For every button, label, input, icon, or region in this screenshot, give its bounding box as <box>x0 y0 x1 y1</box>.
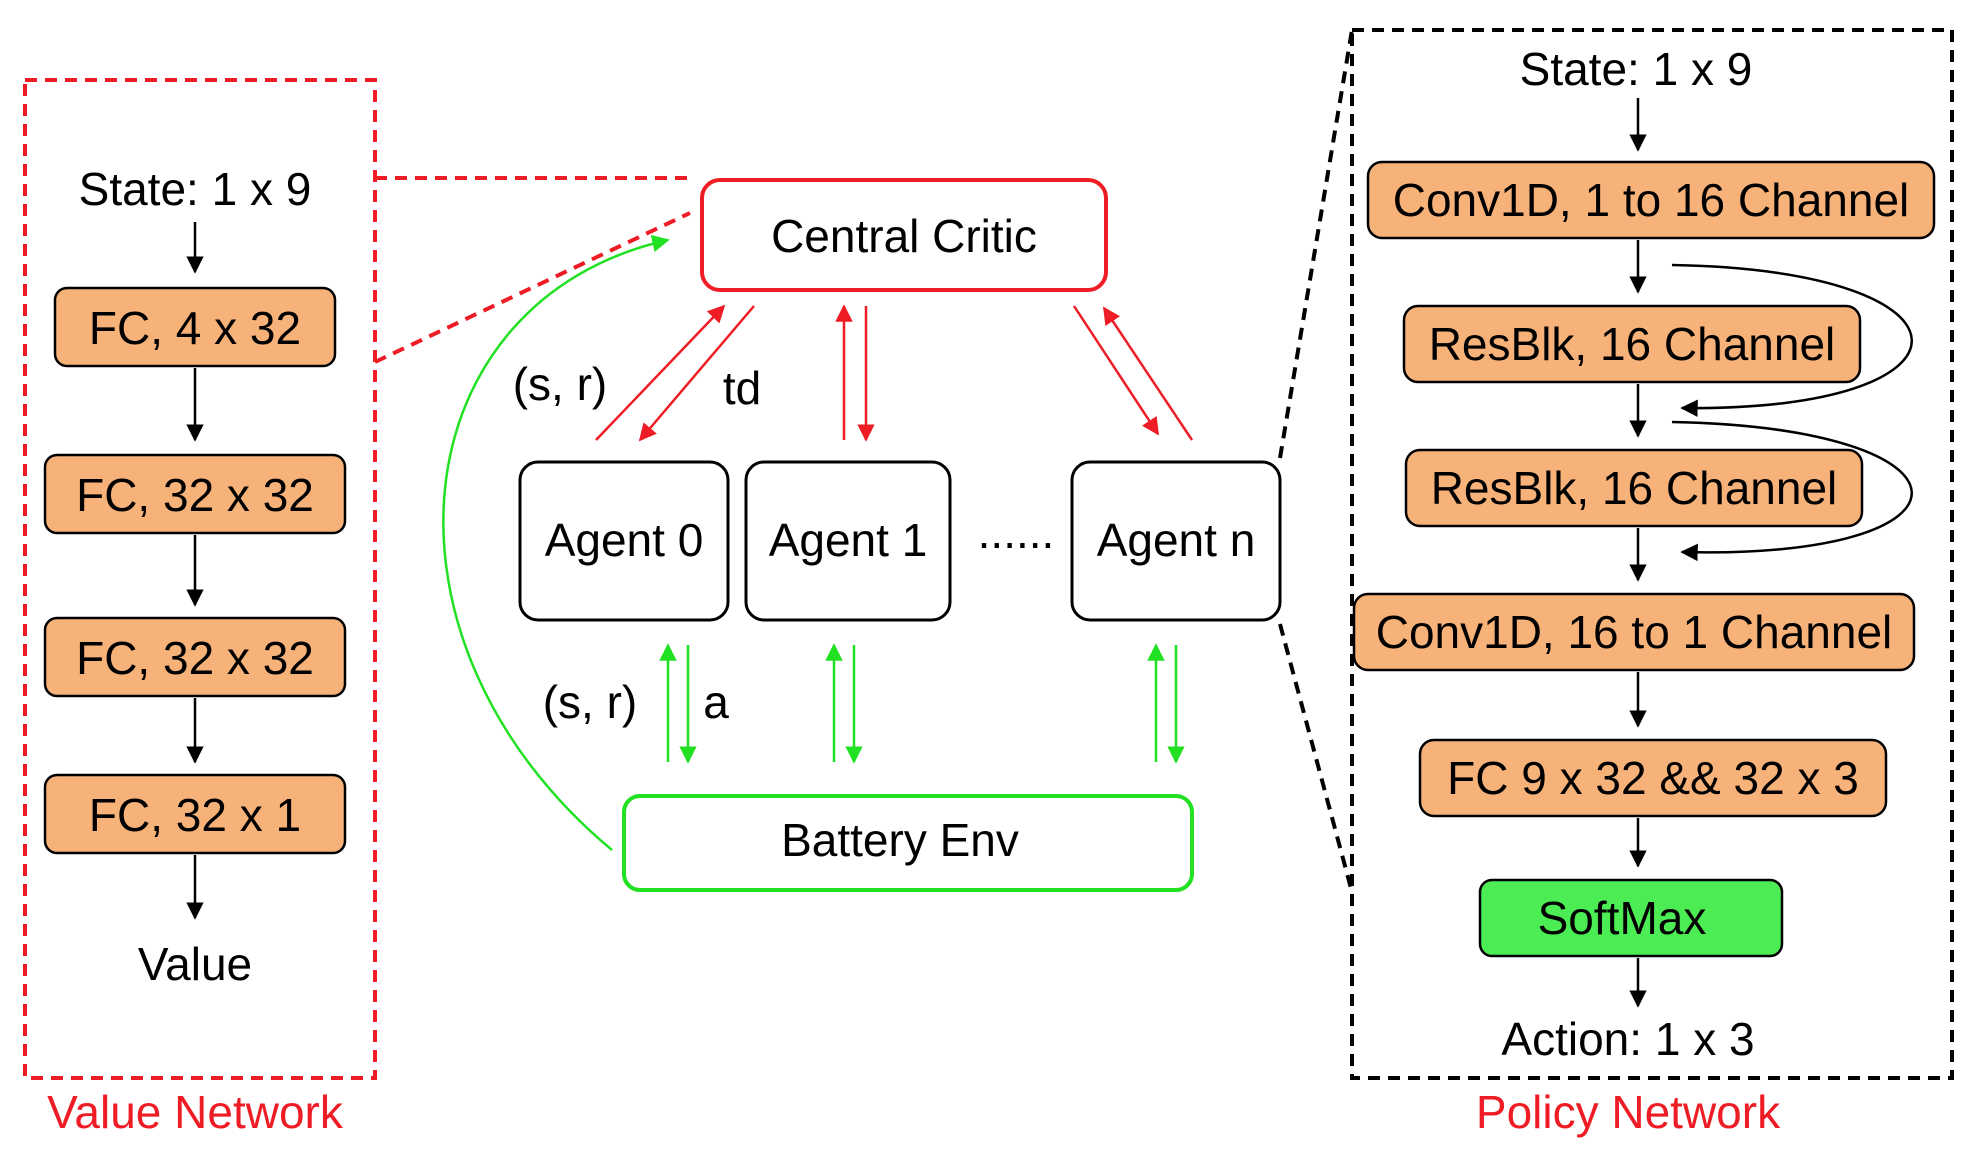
agent-ellipsis: ...... <box>978 506 1055 558</box>
softmax-box: SoftMax <box>1478 878 1784 958</box>
agent-to-critic-arrow <box>595 304 726 441</box>
policy-layer-label: FC 9 x 32 && 32 x 3 <box>1447 752 1859 804</box>
value-layer-box: FC, 32 x 32 <box>43 616 347 698</box>
policy-layer-label: Conv1D, 1 to 16 Channel <box>1393 174 1910 226</box>
agent-to-critic-arrow <box>1102 306 1194 441</box>
value-network-caption: Value Network <box>47 1086 344 1138</box>
policy-layer-box: ResBlk, 16 Channel <box>1402 304 1862 384</box>
policy-input-label: State: 1 x 9 <box>1520 43 1753 95</box>
battery-env: Battery Env <box>622 794 1194 892</box>
value-layer-box: FC, 32 x 32 <box>43 453 347 535</box>
central-critic: Central Critic <box>700 178 1108 292</box>
policy-layer-label: ResBlk, 16 Channel <box>1429 318 1836 370</box>
policy-layer-box: ResBlk, 16 Channel <box>1404 448 1864 528</box>
td-label: td <box>723 362 761 414</box>
agent-box: Agent 0 <box>518 460 730 622</box>
policy-network-caption: Policy Network <box>1476 1086 1781 1138</box>
value-input-label: State: 1 x 9 <box>79 163 312 215</box>
policy-output-label: Action: 1 x 3 <box>1501 1013 1754 1065</box>
residual-skip-connection <box>1671 420 1913 562</box>
softmax-label: SoftMax <box>1538 892 1707 944</box>
policy-network-connector <box>1278 623 1354 893</box>
agent-box: Agent n <box>1070 460 1282 622</box>
central-critic-label: Central Critic <box>771 210 1037 262</box>
value-layer-label: FC, 4 x 32 <box>89 302 301 354</box>
policy-network-frame <box>1350 28 1954 1080</box>
env-to-critic-curve <box>442 234 670 851</box>
value-network-frame <box>23 78 377 1080</box>
critic-to-agent-arrow <box>638 305 755 442</box>
critic-sr-label: (s, r) <box>513 358 608 410</box>
value-network: State: 1 x 9 FC, 4 x 32 FC, 32 x 32 FC, … <box>23 78 377 1138</box>
agent-box: Agent 1 <box>744 460 952 622</box>
env-sr-label: (s, r) <box>543 676 638 728</box>
value-layer-label: FC, 32 x 32 <box>76 632 314 684</box>
policy-layer-label: ResBlk, 16 Channel <box>1431 462 1838 514</box>
value-layer-box: FC, 32 x 1 <box>43 773 347 855</box>
value-network-connector <box>374 211 691 364</box>
value-layer-label: FC, 32 x 1 <box>89 789 301 841</box>
critic-to-agent-arrow <box>1072 305 1160 436</box>
policy-network: State: 1 x 9 Conv1D, 1 to 16 Channel Res… <box>1350 28 1954 1138</box>
policy-layer-box: Conv1D, 16 to 1 Channel <box>1352 592 1916 672</box>
value-output-label: Value <box>138 938 252 990</box>
residual-skip-connection <box>1671 263 1913 417</box>
battery-env-label: Battery Env <box>781 814 1019 866</box>
policy-network-connector <box>1278 29 1354 459</box>
value-layer-box: FC, 4 x 32 <box>53 286 337 368</box>
policy-layer-box: Conv1D, 1 to 16 Channel <box>1366 160 1936 240</box>
policy-layer-box: FC 9 x 32 && 32 x 3 <box>1418 738 1888 818</box>
agent-label: Agent 0 <box>545 514 704 566</box>
agent-label: Agent 1 <box>769 514 928 566</box>
value-layer-label: FC, 32 x 32 <box>76 469 314 521</box>
action-label: a <box>703 676 729 728</box>
policy-layer-label: Conv1D, 16 to 1 Channel <box>1376 606 1893 658</box>
agent-label: Agent n <box>1097 514 1256 566</box>
